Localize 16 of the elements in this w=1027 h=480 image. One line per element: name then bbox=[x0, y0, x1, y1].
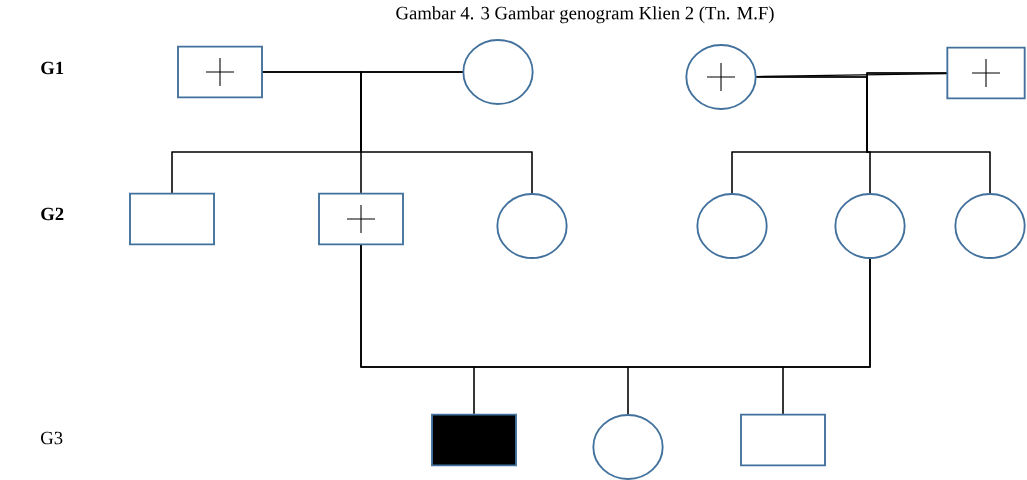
descent-line bbox=[866, 72, 991, 194]
female-circle bbox=[592, 414, 664, 480]
descent-line bbox=[782, 258, 871, 415]
female-circle bbox=[462, 39, 534, 105]
title: Gambar 4. 3 Gambar genogram Klien 2 (Tn. M.F) bbox=[396, 6, 774, 24]
female-circle bbox=[696, 193, 768, 259]
female-circle bbox=[834, 193, 906, 259]
female-circle bbox=[954, 193, 1026, 259]
male-square bbox=[740, 413, 826, 467]
generation-label: G3 bbox=[41, 431, 63, 445]
generation-label: G1 bbox=[41, 61, 64, 75]
generation-label: G2 bbox=[41, 207, 64, 221]
male-square bbox=[129, 192, 215, 246]
male-square bbox=[431, 413, 517, 467]
female-circle bbox=[496, 193, 568, 259]
descent-line bbox=[360, 71, 533, 194]
